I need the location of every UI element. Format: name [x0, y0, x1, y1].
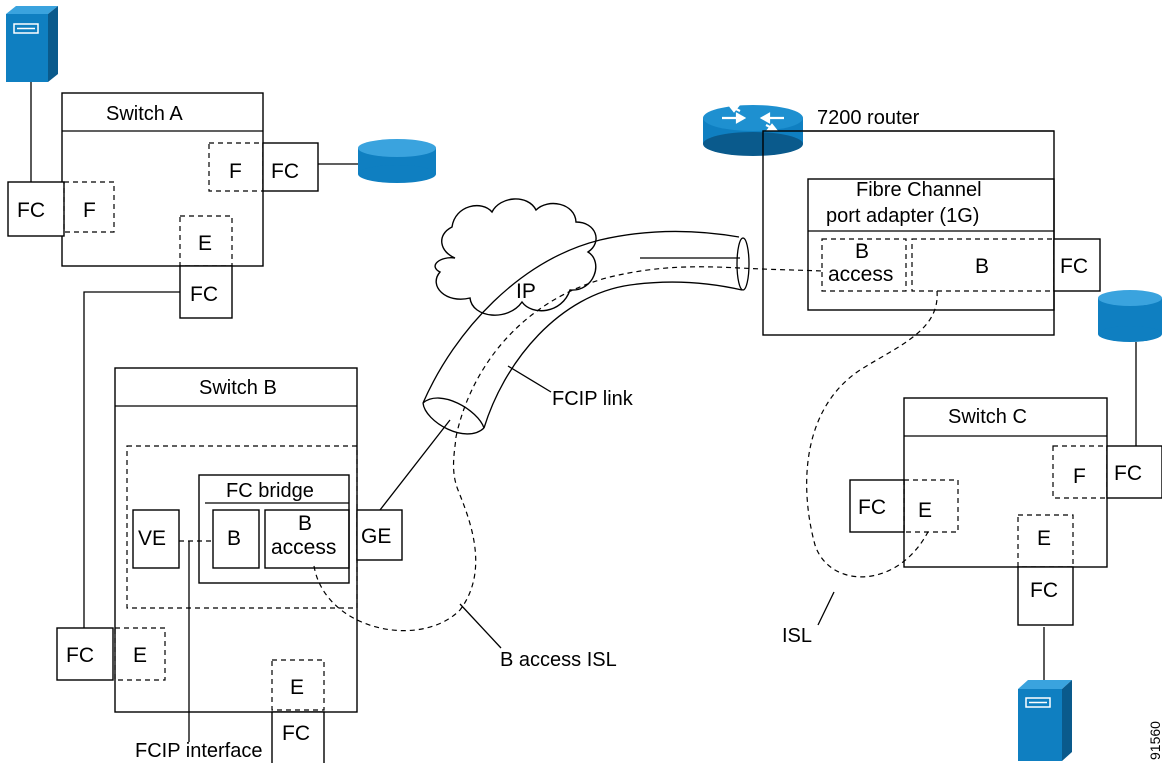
server-icon-top: [6, 6, 58, 82]
svg-text:FC: FC: [1114, 462, 1142, 485]
fcip-link-tube: [422, 230, 750, 435]
svg-text:access: access: [828, 263, 893, 286]
router-isl-path: [806, 290, 938, 578]
switch-b-e-bottom-port[interactable]: [271, 659, 325, 711]
svg-text:FC: FC: [66, 644, 94, 667]
isl-label: ISL: [782, 625, 812, 647]
svg-text:FC: FC: [17, 199, 45, 222]
ge-to-tube-line: [379, 419, 451, 511]
b-access-isl-path: [313, 436, 477, 632]
switch-a-to-switch-b-line: [83, 291, 180, 628]
switch-c: Switch C FC E F FC E FC: [849, 397, 1162, 626]
switch-c-title: Switch C: [948, 406, 1027, 428]
svg-text:F: F: [1073, 465, 1086, 488]
router-b-port[interactable]: [911, 238, 1055, 292]
isl-leader: [817, 591, 835, 626]
router-7200: 7200 router Fibre Channel port adapter (…: [762, 107, 1101, 336]
svg-text:B: B: [855, 240, 869, 263]
svg-text:FC: FC: [1030, 579, 1058, 602]
fcip-interface-label: FCIP interface: [135, 740, 262, 762]
switch-b-b-port[interactable]: [212, 509, 260, 569]
switch-c-e-left-port[interactable]: [903, 479, 959, 533]
fcip-link-leader: [507, 365, 552, 393]
b-access-isl-leader: [459, 603, 502, 649]
switch-a-title: Switch A: [106, 103, 183, 125]
ip-cloud: [434, 198, 597, 316]
svg-text:E: E: [198, 232, 212, 255]
switch-b-ve-port[interactable]: [132, 509, 180, 569]
svg-text:E: E: [290, 676, 304, 699]
switch-a-f-left-port[interactable]: [63, 181, 115, 233]
switch-c-fc-right-port[interactable]: [1106, 445, 1162, 499]
svg-text:E: E: [1037, 527, 1051, 550]
switch-a-f-right-port[interactable]: [208, 142, 264, 192]
switch-c-f-port[interactable]: [1052, 445, 1108, 499]
svg-text:F: F: [229, 160, 242, 183]
svg-text:VE: VE: [138, 527, 166, 550]
svg-text:GE: GE: [361, 525, 391, 548]
svg-text:FC: FC: [190, 283, 218, 306]
switch-b-e-left-port[interactable]: [114, 627, 166, 681]
figure-id: 91560: [1147, 721, 1162, 760]
switch-c-fc-bottom-port[interactable]: [1017, 566, 1074, 626]
svg-text:FC: FC: [282, 722, 310, 745]
storage-icon-a: [358, 139, 436, 183]
adapter-label-line1: Fibre Channel: [856, 179, 982, 201]
switch-c-e-bottom-port[interactable]: [1017, 514, 1074, 568]
switch-b-fc-left-port[interactable]: [56, 627, 114, 681]
storage-icon-c: [1098, 290, 1162, 342]
svg-text:B: B: [227, 527, 241, 550]
svg-text:B: B: [975, 255, 989, 278]
svg-text:E: E: [133, 644, 147, 667]
adapter-label-line2: port adapter (1G): [826, 205, 979, 227]
b-access-isl-label: B access ISL: [500, 649, 617, 671]
ip-label: IP: [516, 280, 536, 303]
svg-text:F: F: [83, 199, 96, 222]
router-fc-port[interactable]: [1053, 238, 1101, 292]
router-b-access-port[interactable]: [821, 238, 907, 292]
fcip-dashed-path: [455, 266, 823, 438]
switch-b-ge-port[interactable]: [356, 509, 403, 561]
switch-b-fc-bottom-port[interactable]: [271, 711, 325, 763]
fc-bridge-label: FC bridge: [226, 480, 314, 502]
switch-b-title: Switch B: [199, 377, 277, 399]
switch-a-fc-left-port[interactable]: [7, 181, 65, 237]
svg-text:FC: FC: [271, 160, 299, 183]
fcip-link-label: FCIP link: [552, 388, 634, 410]
svg-text:access: access: [271, 536, 336, 559]
svg-text:B: B: [298, 512, 312, 535]
server-icon-bottom: [1018, 680, 1072, 761]
switch-c-fc-left-port[interactable]: [849, 479, 905, 533]
router-title: 7200 router: [817, 107, 920, 129]
svg-text:E: E: [918, 499, 932, 522]
switch-a-fc-bottom-port[interactable]: [179, 265, 233, 319]
switch-a-fc-right-port[interactable]: [262, 142, 319, 192]
svg-text:FC: FC: [1060, 255, 1088, 278]
switch-a: Switch A FC F F FC E FC: [7, 92, 319, 319]
switch-b-b-access-port[interactable]: [264, 509, 350, 569]
svg-text:FC: FC: [858, 496, 886, 519]
switch-b: Switch B FC bridge B B access VE GE FC E…: [56, 367, 403, 763]
